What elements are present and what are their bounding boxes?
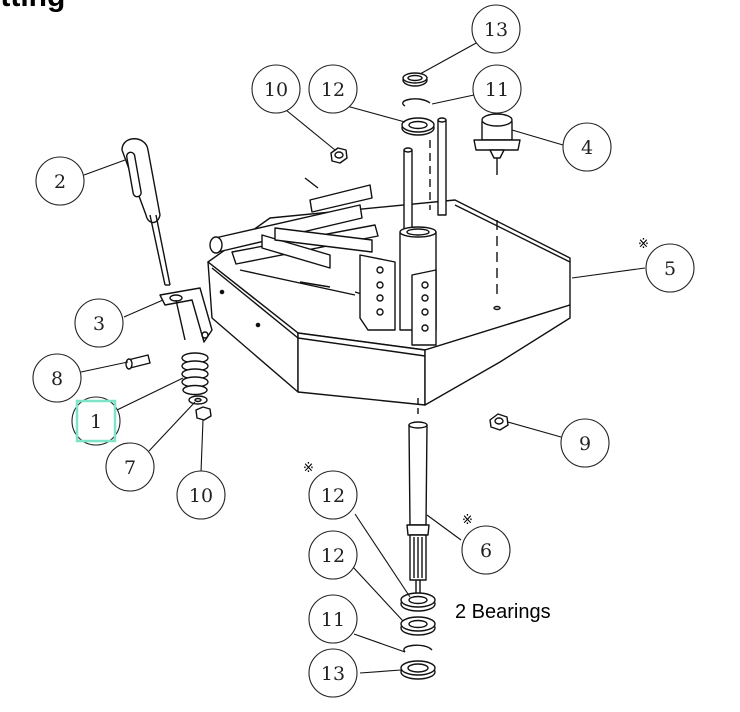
part-3-bracket: [159, 287, 213, 343]
svg-text:1: 1: [90, 411, 102, 433]
callout-11-top: 11: [472, 64, 522, 114]
callout-11-bottom: 11: [308, 594, 358, 644]
callout-1: 1: [71, 396, 121, 446]
callout-13-top: 13: [471, 4, 521, 54]
callout-12-top: 12: [308, 64, 358, 114]
part-13-top-seal: [402, 72, 428, 87]
asterisk-part-6: ※: [462, 513, 473, 528]
callout-7: 7: [105, 442, 155, 492]
callout-10-top: 10: [251, 64, 301, 114]
asterisk-part-5: ※: [638, 237, 649, 252]
svg-text:4: 4: [581, 137, 593, 159]
svg-text:13: 13: [484, 19, 508, 41]
center-hub: [359, 226, 437, 346]
part-9-nut: [489, 413, 509, 431]
callout-10-left: 10: [176, 470, 226, 520]
svg-text:11: 11: [321, 609, 345, 631]
svg-text:12: 12: [321, 545, 345, 567]
part-11-snap-ring-top: [402, 98, 431, 107]
callout-5: 5: [645, 243, 695, 293]
svg-text:3: 3: [93, 313, 105, 335]
svg-text:10: 10: [189, 485, 213, 507]
deck-frame: [209, 177, 379, 299]
part-8-bolt: [125, 354, 151, 370]
svg-text:9: 9: [579, 433, 591, 455]
part-12-bearing-top: [401, 117, 435, 136]
callout-2: 2: [35, 156, 85, 206]
part-1-spring: [181, 352, 209, 396]
asterisk-part-12: ※: [303, 461, 314, 476]
callout-6: 6: [461, 525, 511, 575]
part-6-shaft: [406, 398, 430, 593]
part-10-nut-top: [330, 147, 348, 164]
part-7-washer: [188, 395, 208, 405]
part-11-snap-ring-bottom: [403, 644, 433, 653]
svg-text:12: 12: [321, 79, 345, 101]
callout-12-mid: 12: [308, 470, 358, 520]
callout-9: 9: [560, 418, 610, 468]
svg-text:6: 6: [480, 540, 492, 562]
svg-text:11: 11: [485, 79, 509, 101]
bearings-note: 2 Bearings: [455, 601, 551, 623]
part-10-nut-left: [195, 406, 212, 421]
svg-text:7: 7: [124, 457, 136, 479]
svg-text:13: 13: [321, 663, 345, 685]
svg-text:5: 5: [664, 258, 676, 280]
svg-text:10: 10: [264, 79, 288, 101]
svg-text:8: 8: [51, 368, 63, 390]
svg-text:2: 2: [54, 171, 66, 193]
page-title: itting: [0, 0, 65, 14]
part-12-bearing-bottom-b: [400, 616, 436, 636]
part-12-bearing-bottom-a: [400, 592, 436, 612]
callout-4: 4: [562, 122, 612, 172]
leader-lines: [80, 41, 646, 674]
callout-13-bottom: 13: [308, 648, 358, 698]
callout-8: 8: [32, 353, 82, 403]
part-2-rod: [121, 138, 171, 286]
part-13-bottom-seal: [400, 660, 436, 680]
part-4-cap: [473, 113, 521, 175]
callout-1-highlight: [75, 399, 117, 443]
callout-12-bottom: 12: [308, 530, 358, 580]
callout-3: 3: [74, 298, 124, 348]
svg-text:12: 12: [321, 485, 345, 507]
